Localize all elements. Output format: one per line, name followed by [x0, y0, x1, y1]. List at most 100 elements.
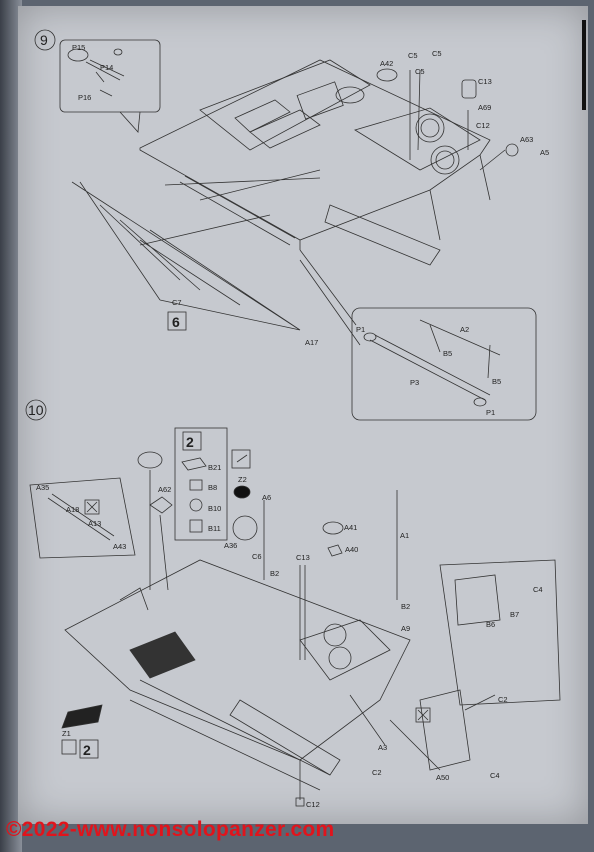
label-a40: A40 — [345, 545, 358, 554]
label-a36: A36 — [224, 541, 237, 550]
assembly-arrows — [139, 169, 321, 246]
label-a18: A18 — [66, 505, 79, 514]
label-c6: C6 — [252, 552, 262, 561]
exhaust-assembly — [363, 319, 501, 407]
qty-box-2-top — [182, 431, 202, 451]
step-9-circle — [34, 29, 56, 51]
assembly-lines — [409, 69, 506, 171]
side-rail — [71, 175, 441, 331]
part-z2 — [233, 485, 251, 499]
label-b8: B8 — [208, 483, 217, 492]
label-p14: P14 — [100, 63, 113, 72]
box-parts — [181, 457, 207, 533]
hull-lower — [64, 559, 411, 800]
label-c13: C13 — [296, 553, 310, 562]
cut-icon — [86, 501, 98, 513]
label-a1: A1 — [400, 531, 409, 540]
step-10-assembly-lines — [149, 470, 398, 660]
qty-box-6 — [167, 311, 187, 331]
step-10-number: 10 — [28, 402, 44, 418]
gun-barrel — [47, 493, 115, 541]
label-p1-1: P1 — [356, 325, 365, 334]
part-a36 — [232, 515, 258, 541]
label-c13: C13 — [478, 77, 492, 86]
label-a41: A41 — [344, 523, 357, 532]
cut-icon-box-2 — [415, 707, 431, 723]
label-z2: Z2 — [238, 475, 247, 484]
step-9-number: 9 — [40, 32, 48, 48]
qty-2-top: 2 — [186, 434, 194, 450]
label-c4-2: C4 — [490, 771, 500, 780]
label-z1: Z1 — [62, 729, 71, 738]
detail-pointer — [299, 249, 361, 346]
label-b21: B21 — [208, 463, 221, 472]
label-a43: A43 — [113, 542, 126, 551]
label-c2-1: C2 — [498, 695, 508, 704]
label-b5-1: B5 — [443, 349, 452, 358]
step-10 — [25, 399, 561, 807]
step-10-left-inset — [29, 477, 136, 559]
label-a2: A2 — [460, 325, 469, 334]
label-b6: B6 — [486, 620, 495, 629]
label-b10: B10 — [208, 504, 221, 513]
label-b5-2: B5 — [492, 377, 501, 386]
parts-box — [174, 427, 228, 541]
label-c5-1: C5 — [408, 51, 418, 60]
label-c5-2: C5 — [415, 67, 425, 76]
step-9-inset-box — [59, 39, 161, 113]
label-c5-3: C5 — [432, 49, 442, 58]
tool-icon-box-2 — [61, 739, 77, 755]
label-a62: A62 — [158, 485, 171, 494]
label-a6: A6 — [262, 493, 271, 502]
label-a13: A13 — [88, 519, 101, 528]
rear-lines — [349, 694, 496, 771]
part-c12 — [295, 797, 305, 807]
watermark: ©2022-www.nonsolopanzer.com — [6, 818, 335, 841]
label-a35: A35 — [36, 483, 49, 492]
part-cupola — [137, 451, 163, 469]
part-a40 — [327, 544, 343, 557]
part-a62 — [149, 496, 173, 514]
label-a3: A3 — [378, 743, 387, 752]
qty-2-bottom: 2 — [83, 742, 91, 758]
label-p3: P3 — [410, 378, 419, 387]
page-edge-bar — [582, 20, 586, 110]
label-p15: P15 — [72, 43, 85, 52]
label-c12: C12 — [476, 121, 490, 130]
label-b7: B7 — [510, 610, 519, 619]
label-a5: A5 — [540, 148, 549, 157]
label-a69: A69 — [478, 103, 491, 112]
hull-top — [139, 59, 491, 250]
label-b2-1: B2 — [270, 569, 279, 578]
label-a17: A17 — [305, 338, 318, 347]
inset-pointer — [119, 111, 141, 133]
label-b11: B11 — [208, 524, 221, 533]
qty-box-2-bottom — [79, 739, 99, 759]
step-10-circle — [25, 399, 47, 421]
step-10-right-inset — [439, 559, 561, 706]
tool-icon — [236, 454, 248, 463]
tool-icon-box — [231, 449, 251, 469]
rear-plate — [419, 689, 471, 771]
label-p16: P16 — [78, 93, 91, 102]
inset-parts — [67, 48, 125, 97]
label-a63: A63 — [520, 135, 533, 144]
label-p1-2: P1 — [486, 408, 495, 417]
label-a42: A42 — [380, 59, 393, 68]
part-a63 — [505, 143, 519, 157]
label-c2-2: C2 — [372, 768, 382, 777]
part-c13 — [461, 79, 477, 99]
part-z1-mesh — [61, 704, 103, 729]
instruction-page — [18, 6, 588, 824]
step-9-detail-box — [351, 307, 537, 421]
label-b2-2: B2 — [401, 602, 410, 611]
label-c12: C12 — [306, 800, 320, 809]
hatch-plate — [454, 574, 501, 626]
part-a42 — [376, 68, 398, 82]
book-binding — [0, 0, 22, 852]
qty-6: 6 — [172, 314, 180, 330]
label-a9: A9 — [401, 624, 410, 633]
step-9 — [34, 29, 537, 421]
part-a41 — [322, 521, 344, 535]
